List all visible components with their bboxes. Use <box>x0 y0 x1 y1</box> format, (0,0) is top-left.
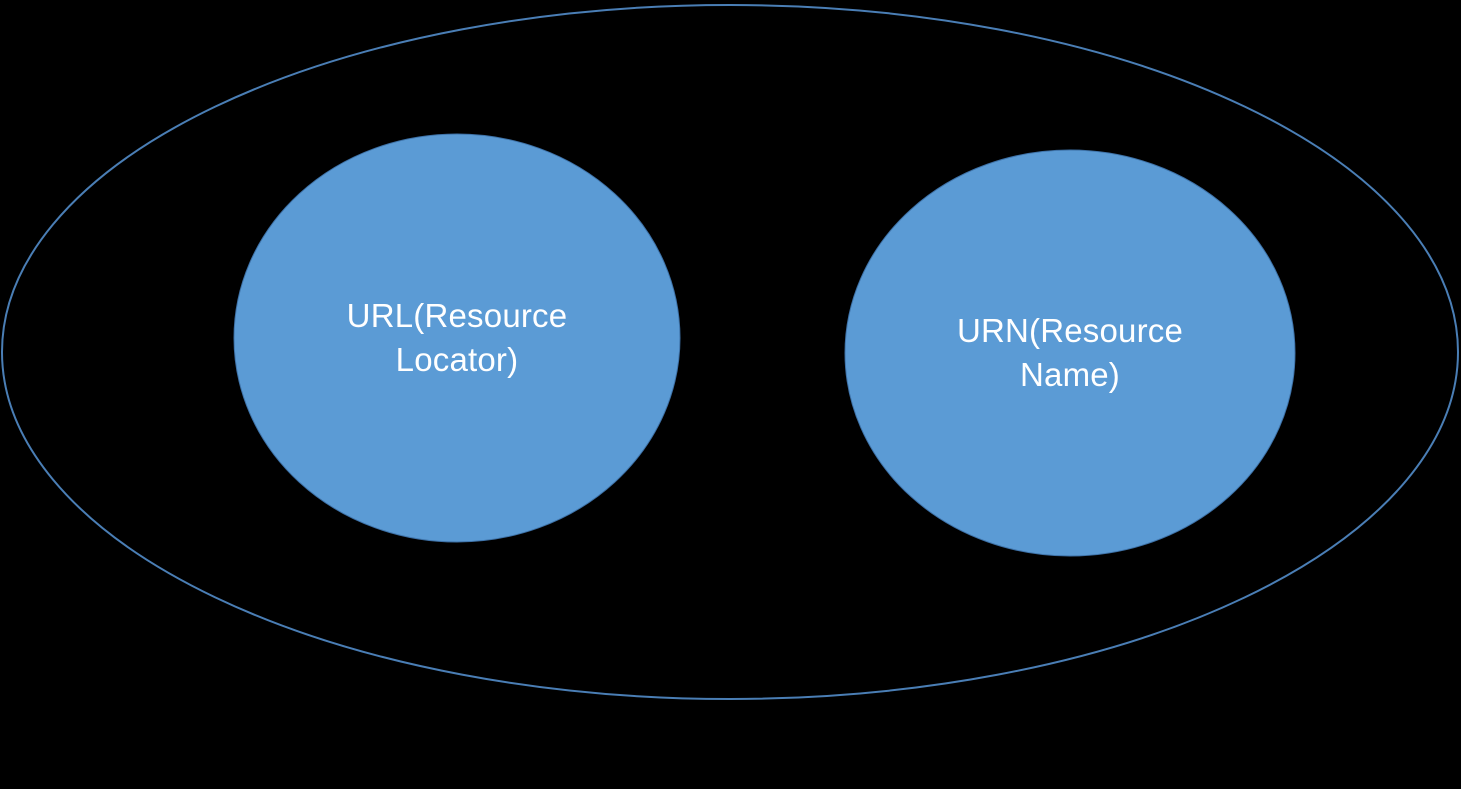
url-circle[interactable] <box>233 133 681 543</box>
outer-boundary-ellipse <box>1 4 1459 700</box>
urn-circle[interactable] <box>844 149 1296 557</box>
